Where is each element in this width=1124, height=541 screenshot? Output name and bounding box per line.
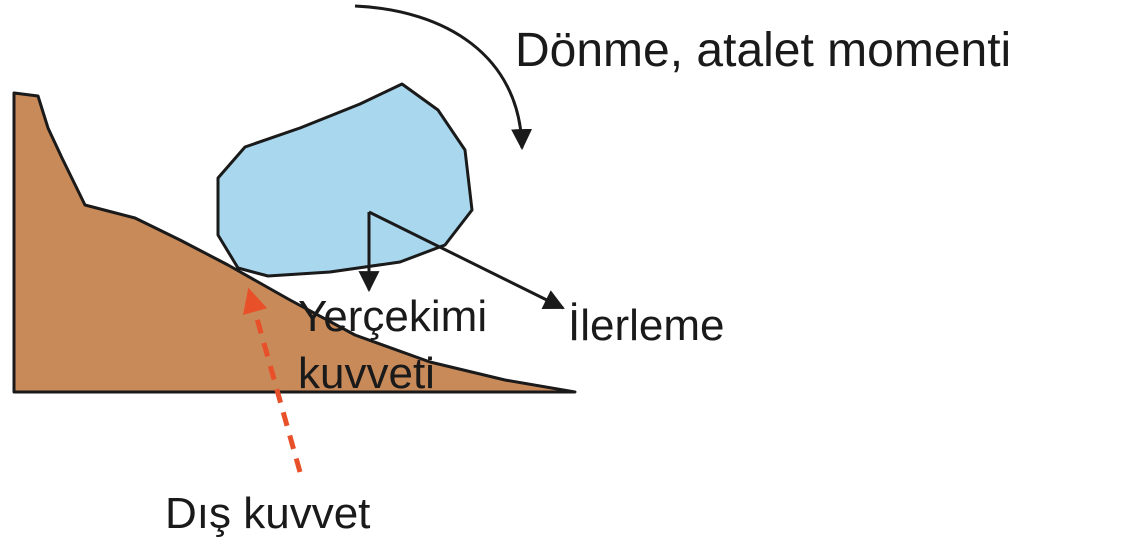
gravity-label-line2: kuvveti: [298, 349, 435, 398]
external-force-label: Dış kuvvet: [165, 489, 370, 538]
rotation-label: Dönme, atalet momenti: [515, 24, 1011, 77]
rock-block: [218, 84, 472, 276]
gravity-label-line1: Yerçekimi: [298, 292, 487, 341]
translation-label: İlerleme: [568, 301, 725, 350]
